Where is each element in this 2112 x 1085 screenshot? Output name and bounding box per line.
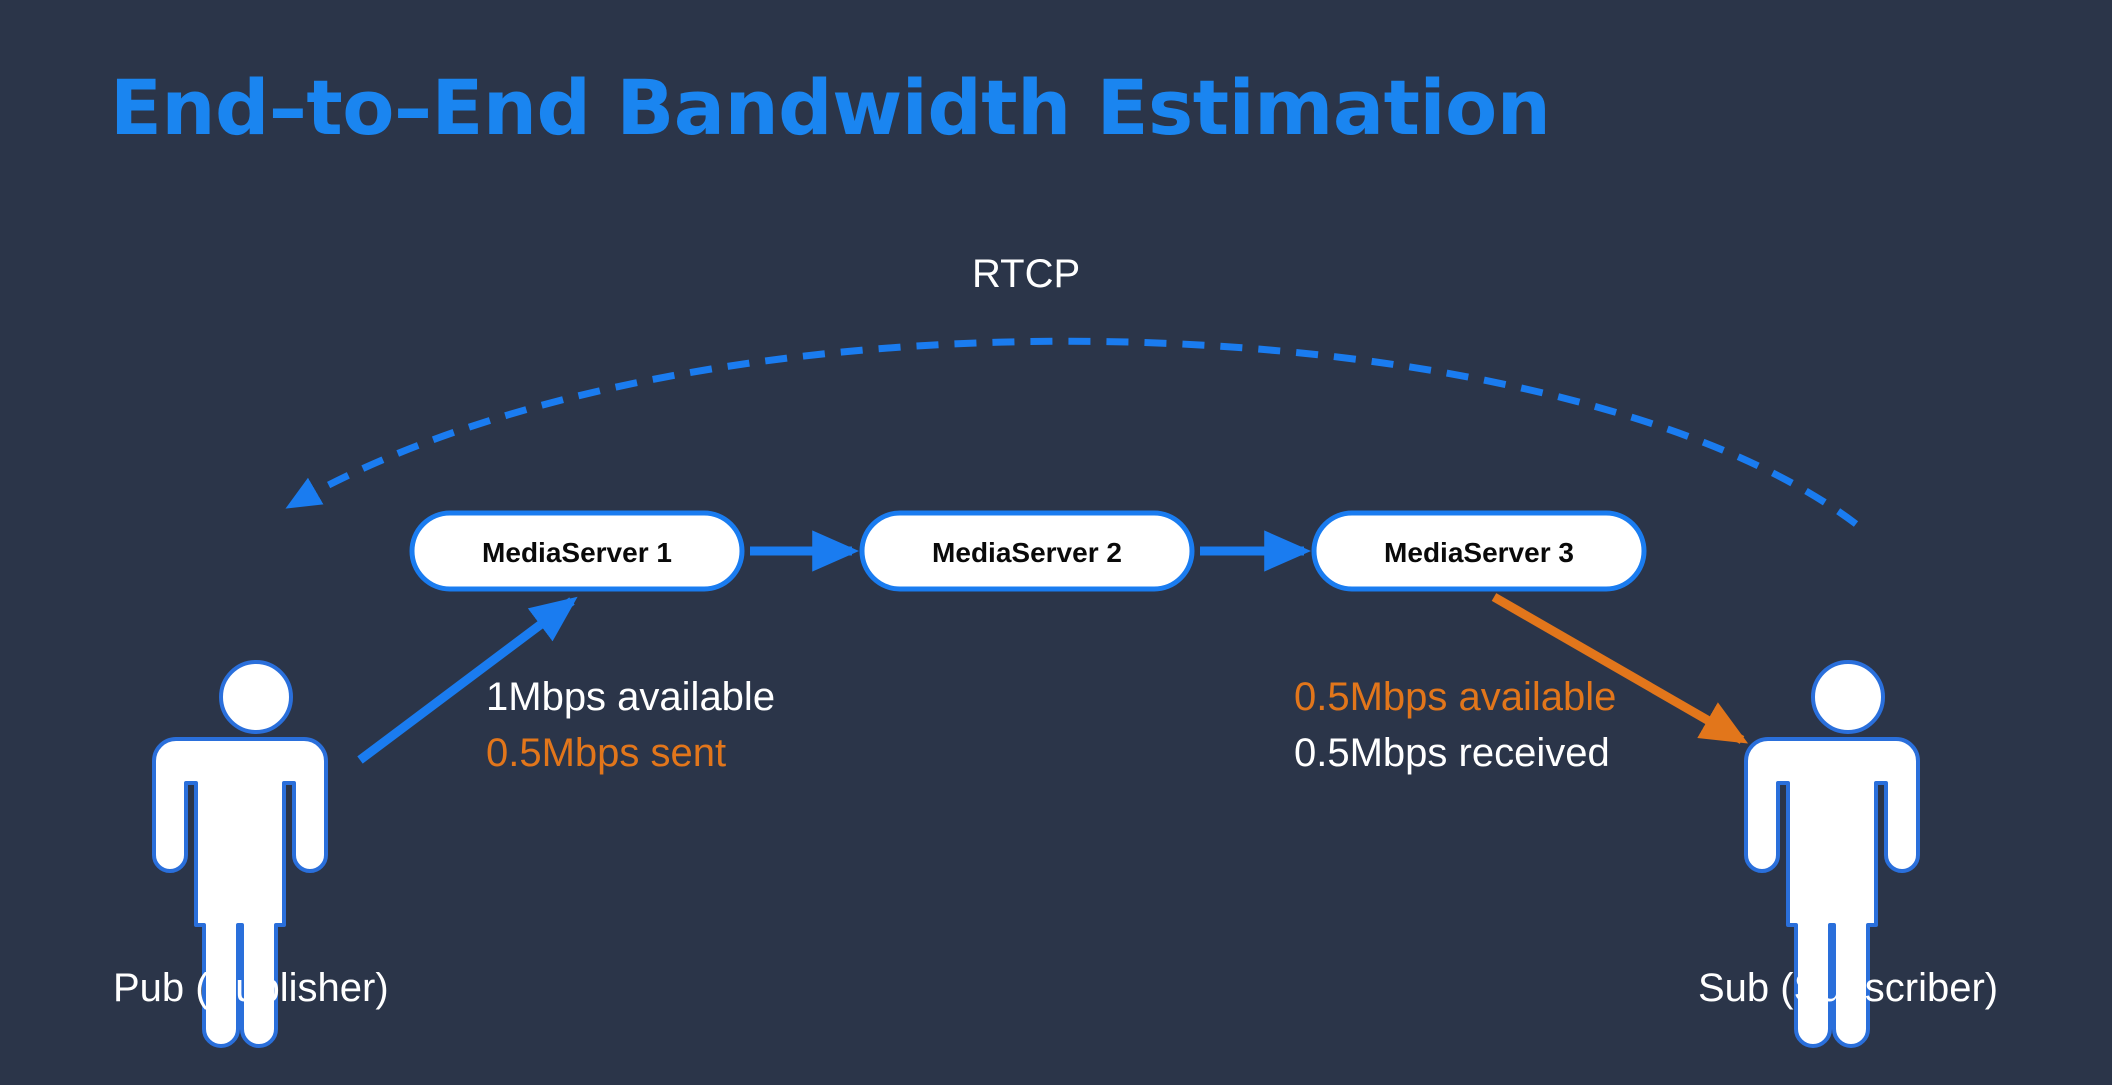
mediaserver-2-label: MediaServer 2 <box>932 537 1122 568</box>
subscriber-person-icon <box>1744 660 1920 1048</box>
rtcp-label: RTCP <box>972 252 1081 296</box>
publisher-available-bandwidth-label: 1Mbps available <box>486 675 776 719</box>
mediaserver-3-pill[interactable] <box>1311 510 1647 592</box>
publisher-person-icon <box>152 660 328 1048</box>
publisher-to-server1-arrow <box>357 596 578 764</box>
mediaserver-1-label: MediaServer 1 <box>482 537 672 568</box>
subscriber-caption: Sub (Subscriber) <box>1698 966 1999 1010</box>
subscriber-available-bandwidth-label: 0.5Mbps available <box>1294 675 1617 719</box>
subscriber-received-bandwidth-label: 0.5Mbps received <box>1294 731 1610 775</box>
page-title: End–to–End Bandwidth Estimation <box>110 63 1551 152</box>
mediaserver-3-label: MediaServer 3 <box>1384 537 1574 568</box>
mediaserver-2-pill[interactable] <box>859 510 1195 592</box>
publisher-caption: Pub (Publisher) <box>113 966 389 1010</box>
mediaserver-1-pill[interactable] <box>409 510 745 592</box>
rtcp-feedback-arc <box>285 337 1859 527</box>
server3-to-subscriber-arrow <box>1491 593 1749 744</box>
publisher-sent-bandwidth-label: 0.5Mbps sent <box>486 731 727 775</box>
